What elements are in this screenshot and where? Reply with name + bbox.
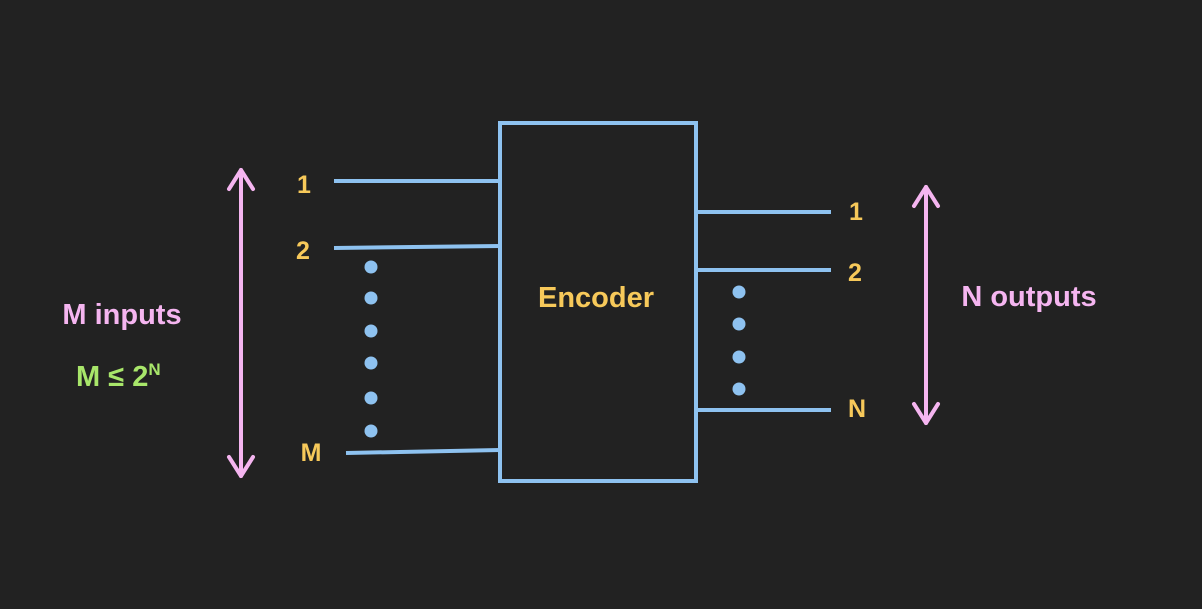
constraint-exponent: N [148, 360, 160, 379]
output-dot [732, 382, 746, 396]
output-ellipsis-dots [732, 285, 746, 396]
input-dot [364, 324, 378, 338]
input-label-m: M [301, 439, 322, 467]
input-ellipsis-dots [364, 260, 378, 438]
input-dot [364, 260, 378, 274]
output-dot [732, 350, 746, 364]
output-dot [732, 285, 746, 299]
output-label-1: 1 [849, 198, 863, 226]
encoder-block [498, 121, 698, 483]
constraint-base: M ≤ 2 [76, 361, 148, 393]
output-label-n: N [848, 395, 866, 423]
inputs-constraint: M ≤ 2N [76, 360, 161, 393]
encoder-label: Encoder [538, 282, 654, 314]
input-label-2: 2 [296, 237, 310, 265]
input-label-1: 1 [297, 171, 311, 199]
input-dot [364, 356, 378, 370]
inputs-title: M inputs [62, 299, 181, 331]
input-dot [364, 291, 378, 305]
inputs-double-arrow [227, 168, 255, 478]
output-label-2: 2 [848, 259, 862, 287]
outputs-double-arrow [912, 185, 940, 425]
input-wire-2 [333, 244, 501, 250]
outputs-title: N outputs [961, 281, 1096, 313]
input-wire-m [345, 448, 501, 455]
input-dot [364, 391, 378, 405]
input-dot [364, 424, 378, 438]
output-dot [732, 317, 746, 331]
